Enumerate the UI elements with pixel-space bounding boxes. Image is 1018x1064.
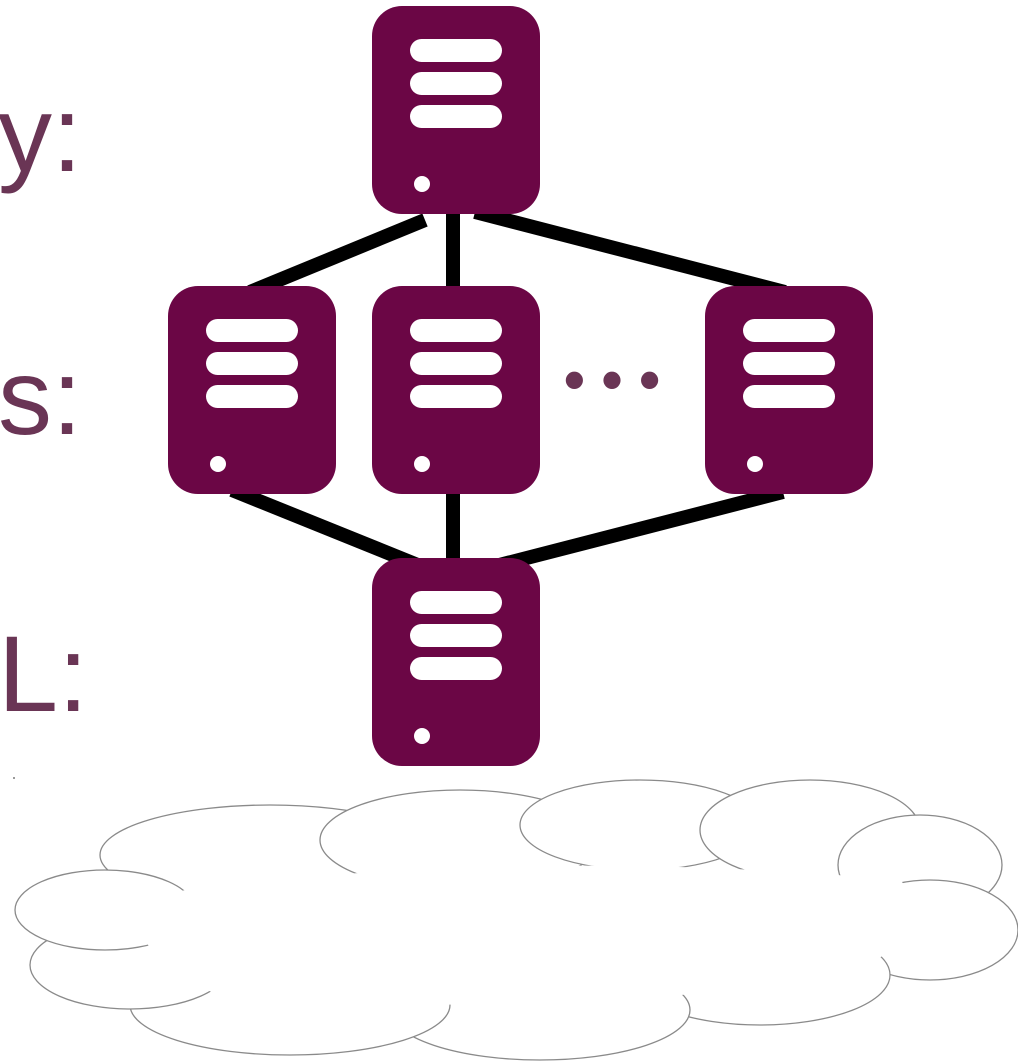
server-icon bbox=[372, 558, 540, 766]
link-right-to-bottom bbox=[478, 485, 785, 577]
ellipsis-dots: • • • bbox=[564, 346, 660, 413]
row-label-top: y: bbox=[0, 73, 83, 194]
row-label-middle: s: bbox=[0, 336, 83, 457]
link-top-to-right bbox=[473, 205, 787, 299]
server-icon bbox=[168, 286, 336, 494]
server-icon bbox=[705, 286, 873, 494]
row-label-bottom: L: bbox=[0, 613, 89, 734]
link-left-to-bottom bbox=[229, 483, 433, 577]
link-top-to-left bbox=[247, 213, 428, 299]
connection-lines bbox=[229, 205, 787, 577]
cloud-icon bbox=[14, 779, 1018, 1061]
server-icon bbox=[372, 6, 540, 214]
server-icon bbox=[372, 286, 540, 494]
speck bbox=[13, 777, 15, 779]
